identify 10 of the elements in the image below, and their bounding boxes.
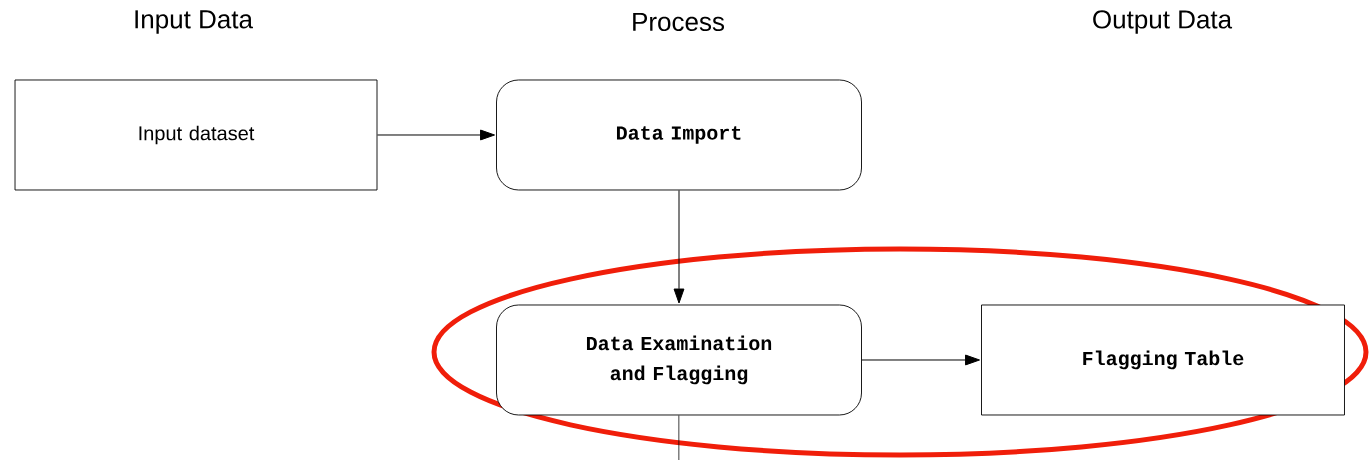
data-box: Input dataset (14, 79, 378, 191)
process-box: Data Import (496, 79, 862, 191)
column-heading: Input Data (135, 10, 253, 34)
arrow (673, 189, 685, 304)
column-heading: Output Data (1093, 10, 1233, 34)
arrow (861, 354, 980, 366)
column-heading: Process (633, 12, 724, 32)
arrow (376, 129, 495, 141)
data-box: Flagging Table (981, 304, 1345, 416)
process-box: Data Examination and Flagging (496, 304, 862, 416)
